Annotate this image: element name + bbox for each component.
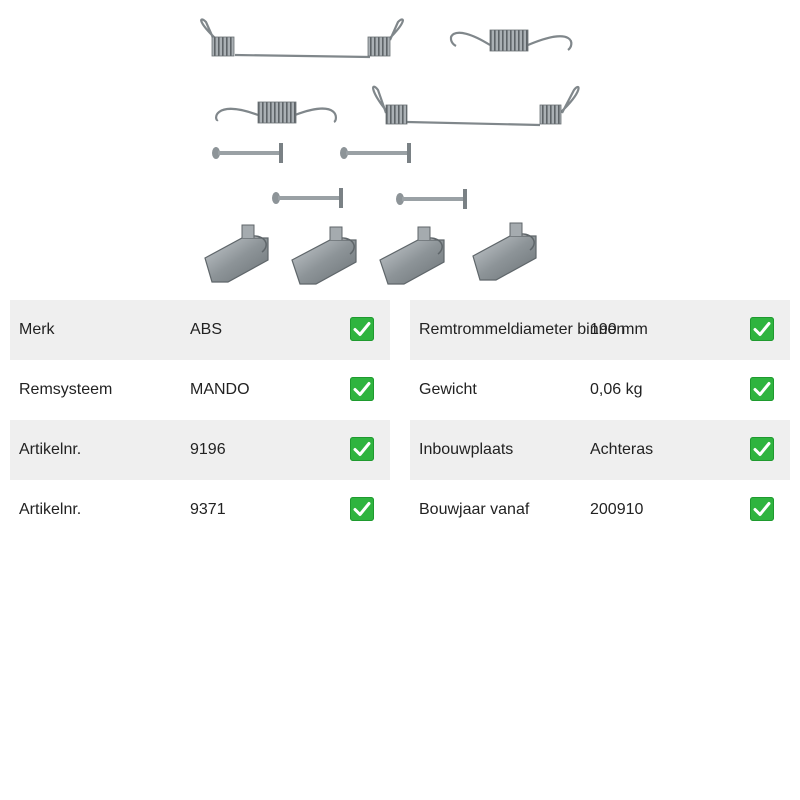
medium-spring	[215, 101, 337, 124]
spec-label: Bouwjaar vanaf	[419, 501, 530, 518]
check-mark-icon	[750, 497, 774, 521]
spec-row: Artikelnr. 9371	[10, 480, 390, 540]
spec-value: MANDO	[190, 381, 250, 398]
spec-label: Gewicht	[419, 381, 477, 398]
spec-label: Inbouwplaats	[419, 441, 514, 458]
hold-down-pin	[212, 143, 283, 163]
spec-value: 190 mm	[590, 321, 648, 338]
check-mark-icon	[350, 377, 374, 401]
hold-down-pin	[272, 188, 343, 208]
spec-table-right: Remtrommeldiameter binnen 190 mm Gewicht…	[410, 300, 790, 540]
hold-down-pin	[396, 189, 467, 209]
hold-down-pin	[340, 143, 411, 163]
spec-label: Remsysteem	[19, 381, 113, 398]
spec-value: 9371	[190, 501, 226, 518]
retaining-clip	[472, 222, 537, 281]
spec-row: Artikelnr. 9196	[10, 420, 390, 480]
spec-row: Bouwjaar vanaf 200910	[410, 480, 790, 540]
spec-row: Remsysteem MANDO	[10, 360, 390, 420]
spec-value: ABS	[190, 321, 223, 338]
spec-label: Merk	[19, 321, 55, 338]
check-mark-icon	[750, 317, 774, 341]
product-image	[190, 10, 590, 290]
check-mark-icon	[750, 437, 774, 461]
long-spring	[200, 18, 404, 59]
check-mark-icon	[350, 497, 374, 521]
spec-value: 200910	[590, 501, 644, 518]
spec-value: Achteras	[590, 441, 654, 458]
check-mark-icon	[750, 377, 774, 401]
spec-value: 9196	[190, 441, 226, 458]
long-spring	[372, 85, 580, 127]
check-mark-icon	[350, 317, 374, 341]
check-mark-icon	[350, 437, 374, 461]
spec-row: Gewicht 0,06 kg	[410, 360, 790, 420]
short-spring	[449, 29, 573, 52]
spec-row: Inbouwplaats Achteras	[410, 420, 790, 480]
spec-label: Artikelnr.	[19, 441, 82, 458]
spec-table-left: Merk ABS Remsysteem MANDO Artikelnr. 919…	[10, 300, 390, 540]
retaining-clip	[291, 226, 357, 285]
spec-row: Remtrommeldiameter binnen 190 mm	[410, 300, 790, 360]
retaining-clip	[204, 224, 269, 283]
spec-value: 0,06 kg	[590, 381, 643, 398]
spec-label: Artikelnr.	[19, 501, 82, 518]
spec-label: Remtrommeldiameter binnen	[419, 321, 626, 338]
spec-row: Merk ABS	[10, 300, 390, 360]
retaining-clip	[379, 226, 445, 285]
